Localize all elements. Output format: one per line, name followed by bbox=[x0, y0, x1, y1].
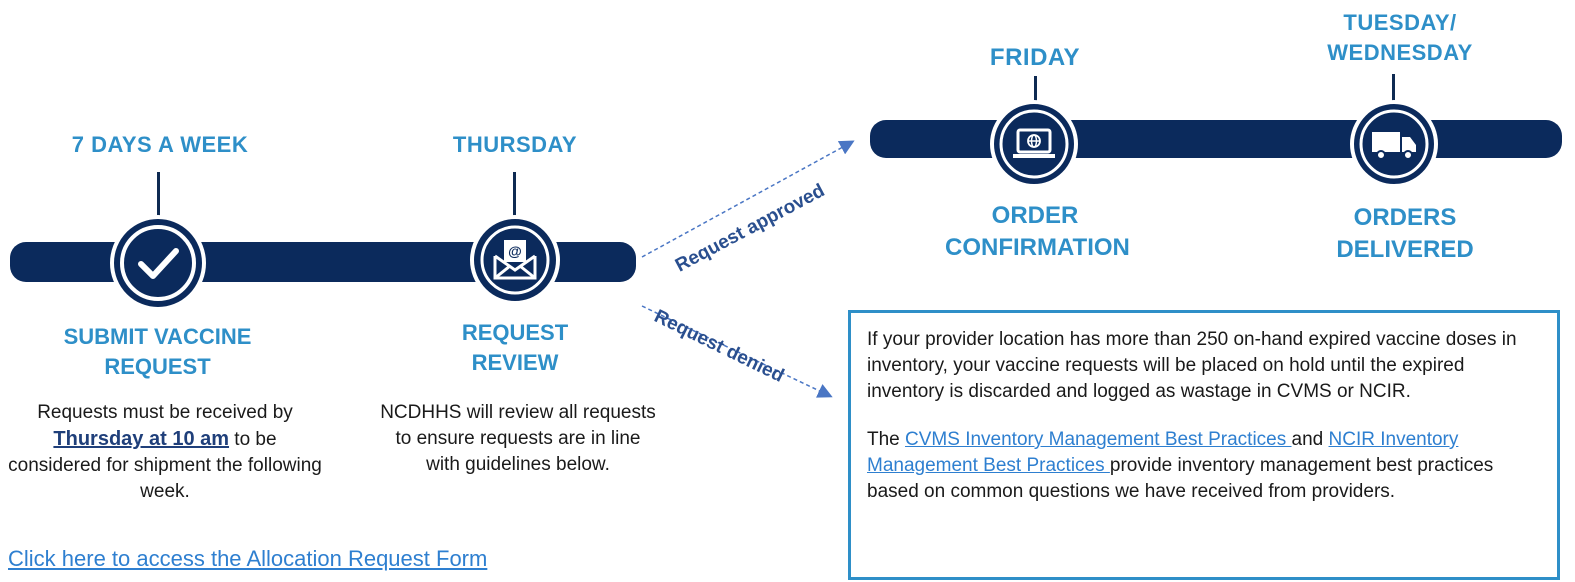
notice-paragraph-1: If your provider location has more than … bbox=[867, 329, 1517, 402]
step1-connector bbox=[157, 172, 160, 224]
notice-para2-mid: and bbox=[1291, 429, 1329, 450]
step4-circle bbox=[1350, 100, 1438, 188]
step2-circle: @ bbox=[470, 215, 560, 305]
approved-arrow bbox=[641, 140, 855, 258]
step4-day-line2: WEDNESDAY bbox=[1327, 40, 1473, 65]
cvms-best-practices-link[interactable]: CVMS Inventory Management Best Practices bbox=[905, 429, 1292, 450]
step1-desc-before: Requests must be received by bbox=[37, 402, 293, 423]
step3-circle bbox=[990, 100, 1078, 188]
delivery-truck-icon bbox=[1359, 109, 1429, 179]
step4-title: ORDERS DELIVERED bbox=[1336, 204, 1474, 263]
checkmark-icon bbox=[120, 225, 196, 301]
notice-para2-prefix: The bbox=[867, 429, 906, 450]
step4-day-line1: TUESDAY/ bbox=[1343, 10, 1457, 35]
step1-title: SUBMIT VACCINE REQUEST bbox=[63, 324, 252, 379]
notice-para2-suffix: provide inventory management best practi… bbox=[867, 455, 1494, 502]
step1-day-label: 7 DAYS A WEEK bbox=[71, 132, 249, 157]
step2-description: NCDHHS will review all requests to ensur… bbox=[380, 402, 656, 475]
allocation-request-form-link[interactable]: Click here to access the Allocation Requ… bbox=[8, 546, 488, 571]
branch-arrows bbox=[641, 140, 855, 398]
step2-day-label: THURSDAY bbox=[452, 132, 578, 157]
step2-connector bbox=[513, 172, 516, 222]
ncir-best-practices-link[interactable]: NCIR Inventory Management Best Practices bbox=[867, 429, 1459, 476]
notice-paragraph-2: The CVMS Inventory Management Best Pract… bbox=[867, 427, 1539, 505]
step3-title: ORDER CONFIRMATION bbox=[945, 202, 1130, 261]
svg-text:@: @ bbox=[508, 243, 522, 259]
laptop-globe-icon bbox=[999, 109, 1069, 179]
step3-day-label: FRIDAY bbox=[989, 44, 1081, 71]
step2-title: REQUEST REVIEW bbox=[461, 320, 569, 375]
timeline-bar-right bbox=[870, 120, 1562, 158]
step4-day-label: TUESDAY/ WEDNESDAY bbox=[1300, 8, 1500, 68]
step1-description: Requests must be received by Thursday at… bbox=[5, 400, 325, 505]
email-envelope-icon: @ bbox=[480, 225, 550, 295]
step1-deadline: Thursday at 10 am bbox=[53, 428, 230, 450]
step1-desc-after: to be considered for shipment the follow… bbox=[8, 429, 322, 502]
step1-circle bbox=[110, 215, 206, 311]
step3-connector bbox=[1034, 76, 1037, 106]
step4-connector bbox=[1392, 74, 1395, 106]
expired-inventory-notice: If your provider location has more than … bbox=[848, 310, 1560, 580]
